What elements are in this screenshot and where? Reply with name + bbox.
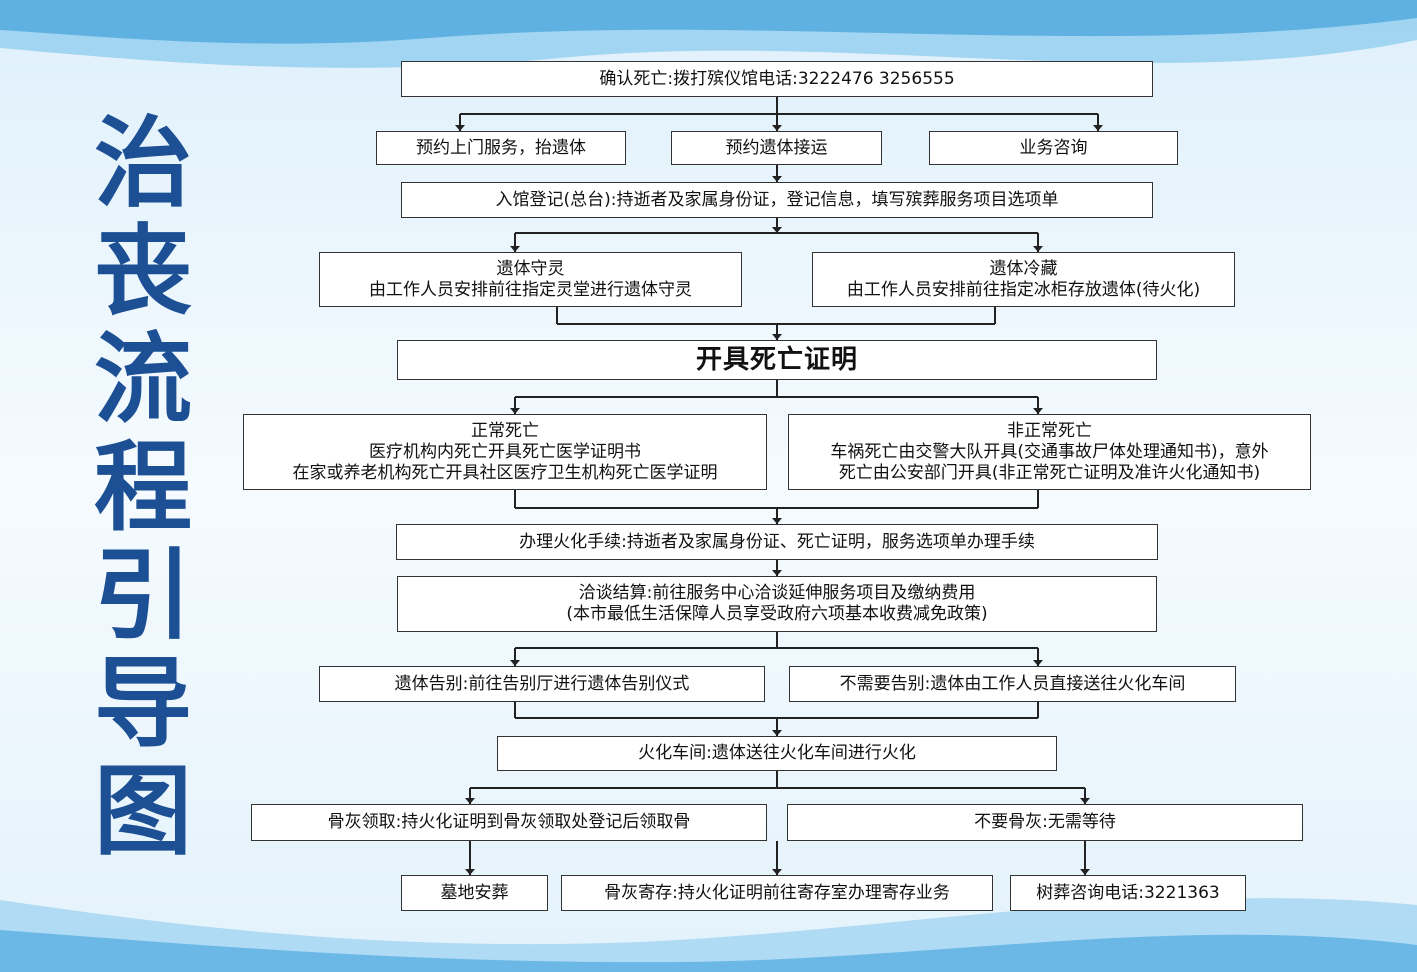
abnormal-death-line2: 死亡由公安部门开具(非正常死亡证明及准许火化通知书) — [838, 462, 1261, 483]
no-farewell-text: 不需要告别:遗体由工作人员直接送往火化车间 — [839, 673, 1186, 694]
confirm-death-text: 确认死亡:拨打殡仪馆电话:3222476 3256555 — [599, 68, 955, 89]
title-char: 图 — [93, 755, 192, 869]
page-title: 治 丧 流 程 引 导 图 — [88, 110, 198, 866]
burial-box: 墓地安葬 — [401, 875, 548, 911]
cold-storage-title: 遗体冷藏 — [989, 258, 1058, 279]
consult-box: 业务咨询 — [929, 131, 1178, 165]
registration-text: 入馆登记(总台):持逝者及家属身份证，登记信息，填写殡葬服务项目选项单 — [495, 189, 1059, 210]
normal-death-title: 正常死亡 — [471, 420, 539, 441]
cremation-procedure-box: 办理火化手续:持逝者及家属身份证、死亡证明，服务选项单办理手续 — [396, 524, 1158, 560]
abnormal-death-box: 非正常死亡 车祸死亡由交警大队开具(交通事故尸体处理通知书)，意外 死亡由公安部… — [788, 414, 1311, 490]
title-char: 治 — [93, 107, 192, 221]
vigil-box: 遗体守灵 由工作人员安排前往指定灵堂进行遗体守灵 — [319, 252, 742, 307]
cremation-text: 火化车间:遗体送往火化车间进行火化 — [638, 743, 916, 763]
death-certificate-text: 开具死亡证明 — [695, 344, 858, 375]
cold-storage-desc: 由工作人员安排前往指定冰柜存放遗体(待火化) — [846, 279, 1201, 300]
vigil-title: 遗体守灵 — [496, 258, 565, 279]
no-ashes-box: 不要骨灰:无需等待 — [787, 804, 1303, 841]
cold-storage-box: 遗体冷藏 由工作人员安排前往指定冰柜存放遗体(待火化) — [812, 252, 1235, 307]
abnormal-death-line1: 车祸死亡由交警大队开具(交通事故尸体处理通知书)，意外 — [830, 441, 1269, 462]
collect-ashes-box: 骨灰领取:持火化证明到骨灰领取处登记后领取骨 — [251, 804, 767, 841]
abnormal-death-title: 非正常死亡 — [1007, 420, 1092, 441]
farewell-text: 遗体告别:前往告别厅进行遗体告别仪式 — [394, 673, 690, 694]
death-certificate-box: 开具死亡证明 — [397, 340, 1157, 380]
no-farewell-box: 不需要告别:遗体由工作人员直接送往火化车间 — [789, 666, 1236, 702]
appointment-home-text: 预约上门服务，抬遗体 — [416, 137, 586, 158]
normal-death-line2: 在家或养老机构死亡开具社区医疗卫生机构死亡医学证明 — [292, 462, 718, 483]
farewell-box: 遗体告别:前往告别厅进行遗体告别仪式 — [319, 666, 765, 702]
burial-text: 墓地安葬 — [440, 882, 509, 903]
appointment-transport-text: 预约遗体接运 — [725, 137, 828, 158]
collect-ashes-text: 骨灰领取:持火化证明到骨灰领取处登记后领取骨 — [327, 812, 691, 832]
normal-death-box: 正常死亡 医疗机构内死亡开具死亡医学证明书 在家或养老机构死亡开具社区医疗卫生机… — [243, 414, 767, 490]
registration-box: 入馆登记(总台):持逝者及家属身份证，登记信息，填写殡葬服务项目选项单 — [401, 182, 1153, 218]
consult-text: 业务咨询 — [1019, 137, 1088, 158]
settlement-line2: (本市最低生活保障人员享受政府六项基本收费减免政策) — [566, 604, 988, 624]
title-char: 引 — [93, 539, 192, 653]
ashes-storage-text: 骨灰寄存:持火化证明前往寄存室办理寄存业务 — [604, 882, 950, 903]
settlement-box: 洽谈结算:前往服务中心洽谈延伸服务项目及缴纳费用 (本市最低生活保障人员享受政府… — [397, 576, 1157, 632]
no-ashes-text: 不要骨灰:无需等待 — [974, 812, 1116, 832]
normal-death-line1: 医疗机构内死亡开具死亡医学证明书 — [369, 441, 641, 462]
appointment-transport-box: 预约遗体接运 — [671, 131, 882, 165]
ashes-storage-box: 骨灰寄存:持火化证明前往寄存室办理寄存业务 — [561, 875, 993, 911]
appointment-home-box: 预约上门服务，抬遗体 — [376, 131, 626, 165]
cremation-box: 火化车间:遗体送往火化车间进行火化 — [497, 736, 1057, 771]
tree-burial-text: 树葬咨询电话:3221363 — [1036, 882, 1220, 903]
title-char: 导 — [93, 647, 192, 761]
title-char: 丧 — [93, 215, 192, 329]
title-char: 程 — [93, 431, 192, 545]
cremation-procedure-text: 办理火化手续:持逝者及家属身份证、死亡证明，服务选项单办理手续 — [519, 531, 1035, 552]
tree-burial-box: 树葬咨询电话:3221363 — [1010, 875, 1246, 911]
vigil-desc: 由工作人员安排前往指定灵堂进行遗体守灵 — [369, 279, 692, 300]
settlement-line1: 洽谈结算:前往服务中心洽谈延伸服务项目及缴纳费用 — [578, 583, 976, 603]
confirm-death-box: 确认死亡:拨打殡仪馆电话:3222476 3256555 — [401, 61, 1153, 97]
title-char: 流 — [93, 323, 192, 437]
